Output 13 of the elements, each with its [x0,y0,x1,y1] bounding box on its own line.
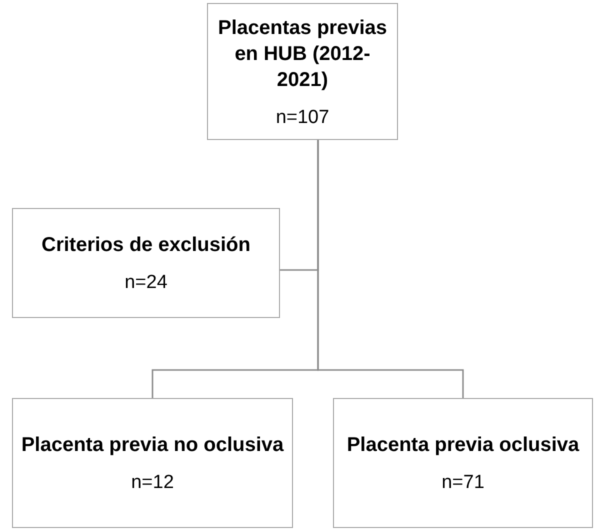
connector-line [317,140,464,398]
process-box [12,208,280,318]
process-box [12,398,293,528]
box-heading: Placenta previa no oclusiva [21,433,284,458]
process-box [333,398,593,528]
process-box [207,3,398,140]
count-text: n=24 [124,272,168,294]
box-heading: Criterios de exclusión [42,233,250,258]
count-text: n=107 [276,106,330,128]
box-heading: Placenta previa oclusiva [346,433,580,458]
count-text: n=12 [131,472,174,494]
box-heading: Placentas previas en HUB (2012-2021) [217,16,388,92]
count-text: n=71 [442,472,484,494]
